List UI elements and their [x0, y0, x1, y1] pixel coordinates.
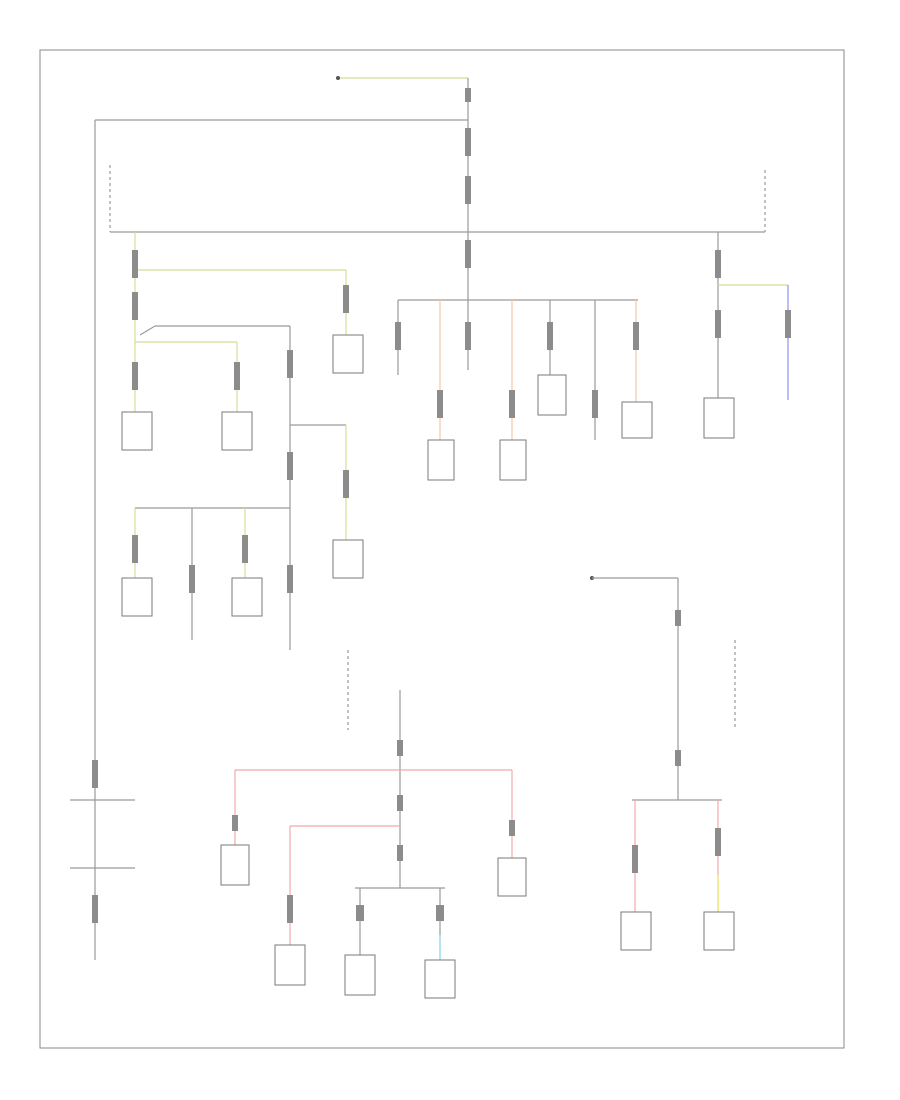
- component-box-l1: [121, 411, 153, 451]
- connector-bl1: [92, 760, 98, 788]
- top-source: [336, 76, 468, 80]
- second-row-group: [121, 507, 290, 640]
- connector-y1: [132, 250, 138, 278]
- middle-group: [395, 299, 653, 481]
- component-box-c3: [274, 944, 306, 986]
- connector-rb2: [675, 750, 681, 766]
- connector-trunk-4: [465, 240, 471, 268]
- connector-c4: [232, 815, 238, 831]
- connector-m2: [437, 390, 443, 418]
- connector-c3: [397, 845, 403, 861]
- connector-m3: [465, 322, 471, 350]
- component-box-m3: [537, 374, 567, 416]
- connector-m6: [592, 390, 598, 418]
- connector-m4: [509, 390, 515, 418]
- component-box-r2-2: [231, 577, 263, 617]
- right-top-group: [703, 232, 791, 439]
- component-box-c2: [497, 857, 527, 897]
- connector-g3: [287, 565, 293, 593]
- component-box-c4: [344, 954, 376, 996]
- wire-gray-diag: [139, 325, 156, 336]
- left-yellow-group: [121, 232, 364, 650]
- connector-g1: [287, 350, 293, 378]
- component-box-rt: [703, 397, 735, 439]
- connector-rt3: [785, 310, 791, 338]
- connector-g2: [287, 452, 293, 480]
- connector-r2-2: [189, 565, 195, 593]
- connector-m1: [395, 322, 401, 350]
- connector-trunk-3: [465, 176, 471, 204]
- main-trunk: [94, 78, 766, 960]
- right-bottom-group: [590, 576, 736, 951]
- component-box-r2-1: [121, 577, 153, 617]
- connector-c7: [356, 905, 364, 921]
- component-box-m2: [499, 439, 527, 481]
- connector-trunk-2: [465, 128, 471, 156]
- component-box-c1: [220, 844, 250, 886]
- component-box-rb2: [703, 911, 735, 951]
- connector-y5: [343, 285, 349, 313]
- connector-c5: [509, 820, 515, 836]
- connector-rb4: [715, 828, 721, 856]
- connector-m7: [633, 322, 639, 350]
- bottom-left-group: [70, 760, 135, 923]
- top-source-terminal: [336, 76, 340, 80]
- connector-c1: [397, 740, 403, 756]
- component-box-rb1: [620, 911, 652, 951]
- component-box-c5: [424, 959, 456, 999]
- diagram-frame: [39, 49, 845, 1049]
- component-box-m1: [427, 439, 455, 481]
- component-box-l2: [221, 411, 253, 451]
- connector-rb1: [675, 610, 681, 626]
- center-red-group: [220, 650, 527, 999]
- component-box-m4: [621, 401, 653, 439]
- connector-c2: [397, 795, 403, 811]
- connector-y6: [343, 470, 349, 498]
- component-box-l3: [332, 334, 364, 374]
- connector-trunk-1: [465, 88, 471, 102]
- connector-rt2: [715, 310, 721, 338]
- connector-y3: [132, 362, 138, 390]
- connector-rb3: [632, 845, 638, 873]
- connector-c8: [436, 905, 444, 921]
- connector-y2: [132, 292, 138, 320]
- connector-c6: [287, 895, 293, 923]
- connector-y4: [234, 362, 240, 390]
- connector-m5: [547, 322, 553, 350]
- connector-r2-1: [132, 535, 138, 563]
- connector-r2-3: [242, 535, 248, 563]
- component-box-l4: [332, 539, 364, 579]
- connector-rt1: [715, 250, 721, 278]
- connector-bl2: [92, 895, 98, 923]
